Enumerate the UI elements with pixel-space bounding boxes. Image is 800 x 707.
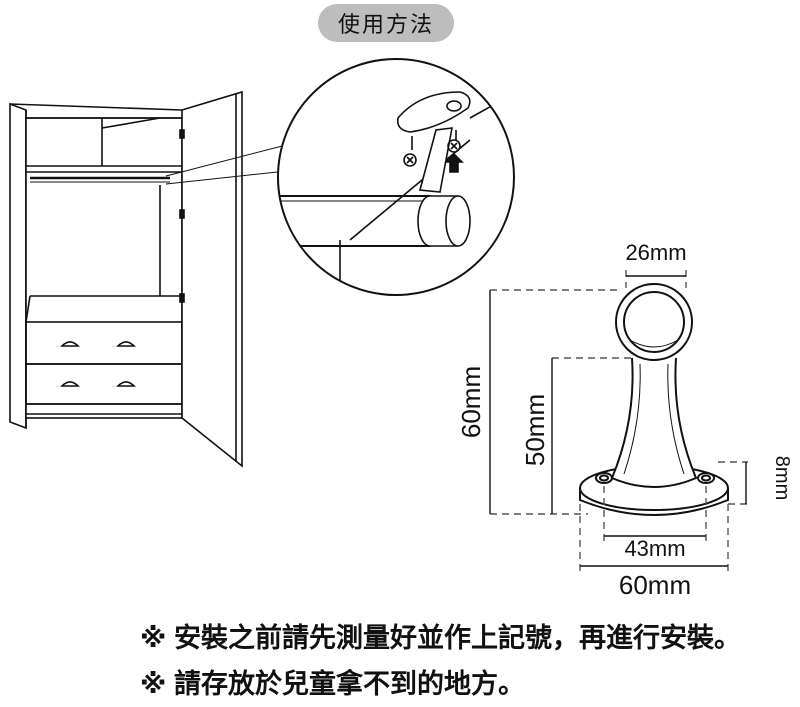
- note-text: 安裝之前請先測量好並作上記號，再進行安裝。: [174, 623, 741, 654]
- bracket-drawing: [579, 283, 729, 516]
- note-install: ※安裝之前請先測量好並作上記號，再進行安裝。: [140, 616, 741, 655]
- dim-base-thickness-label: 8mm: [771, 456, 793, 500]
- note-storage: ※請存放於兒童拿不到的地方。: [140, 662, 525, 701]
- dim-top-width-label: 26mm: [625, 240, 686, 265]
- dim-hole-spacing-label: 43mm: [624, 536, 685, 561]
- note-text: 請存放於兒童拿不到的地方。: [174, 669, 525, 700]
- dim-stem-height-label: 50mm: [520, 394, 550, 466]
- dim-base-width-label: 60mm: [619, 570, 691, 600]
- wardrobe-illustration: [9, 90, 297, 468]
- note-mark: ※: [140, 623, 167, 654]
- zoom-detail: [277, 58, 515, 296]
- dimension-arrows: [489, 275, 747, 567]
- note-mark: ※: [140, 669, 167, 700]
- dimension-lines: [490, 270, 748, 572]
- dim-total-height-label: 60mm: [456, 366, 486, 438]
- title-pill: 使用方法: [318, 4, 454, 42]
